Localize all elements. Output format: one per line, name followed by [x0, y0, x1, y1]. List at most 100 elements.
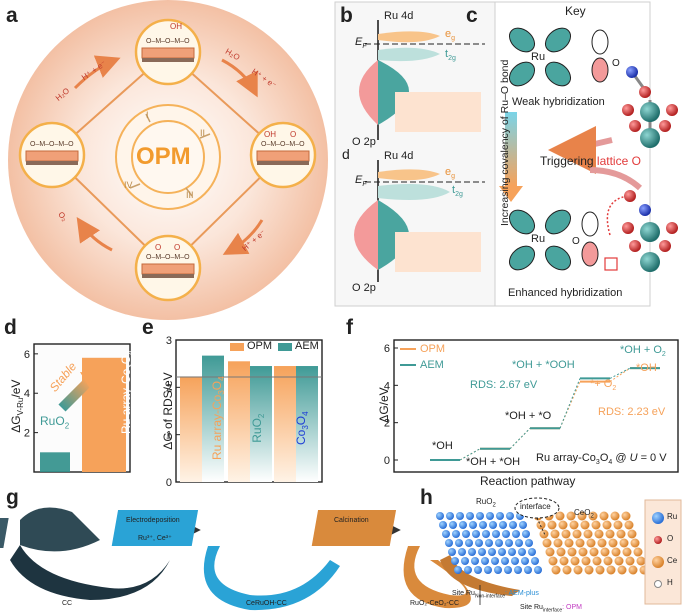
- label-oh-ooh: *OH + *OOH: [512, 359, 575, 371]
- ru-atom: [534, 566, 542, 574]
- ce-atom: [589, 547, 599, 557]
- ru-atom: [449, 521, 457, 529]
- chain-left: O–M–O–M–O: [30, 141, 74, 148]
- ce-atom: [584, 565, 594, 575]
- ce-atom: [636, 556, 646, 566]
- ru-atom: [488, 548, 496, 556]
- panel-e-cat1: Ru array-Co3O4: [209, 376, 227, 461]
- f-tick-label: 0: [384, 455, 390, 467]
- step-numeral-3: III: [186, 190, 194, 200]
- ru-atom: [475, 539, 483, 547]
- panel-b: [334, 1, 496, 307]
- ru-atom: [442, 530, 450, 538]
- ce-atom: [619, 538, 629, 548]
- ce-atom: [608, 538, 618, 548]
- calcination-label: Calcination: [334, 517, 369, 524]
- ce-atom: [611, 547, 621, 557]
- ru-atom: [505, 539, 513, 547]
- e-bar-opm: [228, 361, 250, 482]
- panel-e-bars: [180, 355, 318, 482]
- panel-f-legend-opm: OPM: [420, 343, 446, 355]
- o2p-band-top: [359, 60, 378, 125]
- opm-center-label: OPM: [136, 143, 191, 170]
- ce-atom: [575, 538, 585, 548]
- stable-arrow-shaft: [58, 378, 92, 412]
- ce-atom: [622, 547, 632, 557]
- ce-atom: [547, 520, 557, 530]
- rds-aem-label: RDS: 2.67 eV: [470, 379, 538, 391]
- ru-atom: [481, 557, 489, 565]
- ce-atom: [566, 511, 576, 521]
- o-label-enhanced: O: [572, 236, 580, 247]
- ru-atom: [514, 566, 522, 574]
- t2g-label-bottom: t2g: [452, 184, 463, 199]
- ru-atom: [479, 521, 487, 529]
- legend-ball-h: [654, 580, 662, 588]
- label-oh-o2: *OH + O2: [620, 344, 666, 359]
- ru-atom: [515, 539, 523, 547]
- trigger-label: Triggering lattice O: [540, 154, 641, 168]
- ce-atom: [536, 520, 546, 530]
- panel-d: 246: [24, 343, 131, 473]
- ru-atom: [489, 521, 497, 529]
- panel-e-cat3: Co3O4: [293, 411, 311, 445]
- step-circle-right: [249, 121, 317, 189]
- ru-atom: [521, 557, 529, 565]
- d-tick-label: 6: [24, 349, 30, 361]
- e-tick-label: 2: [166, 382, 172, 394]
- weak-hybridization-label: Weak hybridization: [512, 96, 605, 108]
- ru-atom: [494, 566, 502, 574]
- h-ceo2-label: CeO2: [574, 508, 594, 520]
- ce-atom: [553, 538, 563, 548]
- ru-atom: [464, 566, 472, 574]
- f-tick-label: 4: [384, 380, 390, 392]
- trigger-arrow-down: [589, 167, 643, 191]
- electrodeposition-sub: Ru³⁺, Ce³⁺: [138, 535, 172, 542]
- ce-atom: [580, 520, 590, 530]
- ce-atom: [591, 520, 601, 530]
- ru-atom: [459, 521, 467, 529]
- ru-atom: [465, 539, 473, 547]
- f-connector-opm: [609, 367, 631, 383]
- condition-label: Ru array-Co3O4 @ U = 0 V: [536, 452, 667, 467]
- ce-atom: [572, 529, 582, 539]
- eg-band-bottom: [378, 169, 440, 181]
- ce-atom: [562, 565, 572, 575]
- legend-opm: OPM: [247, 340, 273, 352]
- ru4d-label-top: Ru 4d: [384, 10, 414, 22]
- ru-atom: [512, 530, 520, 538]
- rds-opm-label: RDS: 2.23 eV: [598, 406, 666, 418]
- ru-atom: [499, 521, 507, 529]
- d-bar: [40, 452, 70, 472]
- ce-atom: [627, 529, 637, 539]
- ce-atom: [602, 520, 612, 530]
- ru-band-top: [378, 60, 409, 125]
- ru-atom: [501, 557, 509, 565]
- arrow-step-1: [73, 55, 121, 90]
- ru-atom: [474, 566, 482, 574]
- e-tick-label: 3: [166, 335, 172, 347]
- legend-aem: AEM: [295, 340, 319, 352]
- ru-atom: [455, 539, 463, 547]
- ru-atom: [461, 557, 469, 565]
- h-legend-ce: Ce: [667, 556, 678, 565]
- ru-atom: [484, 566, 492, 574]
- ce-atom: [595, 565, 605, 575]
- ru-atom: [525, 539, 533, 547]
- ru-atom: [451, 557, 459, 565]
- panel-letter-d: d: [4, 316, 17, 339]
- e-tick-label: 0: [166, 477, 172, 489]
- center-tick-marks: [129, 113, 211, 197]
- ce-atom: [545, 547, 555, 557]
- label-oh-top: OH: [170, 22, 182, 31]
- h-ruo2-label: RuO2: [476, 497, 496, 509]
- label-oh-right: OH: [264, 130, 276, 139]
- ru-atom: [496, 512, 504, 520]
- legend-ball-ru: [652, 512, 664, 524]
- ce-atom: [599, 511, 609, 521]
- ru-atom: [492, 530, 500, 538]
- site-interface-label: Site Ruinterface: OPM: [520, 604, 582, 614]
- e-tick-label: 1: [166, 430, 172, 442]
- panel-letter-f: f: [346, 316, 353, 339]
- ru-atom: [522, 530, 530, 538]
